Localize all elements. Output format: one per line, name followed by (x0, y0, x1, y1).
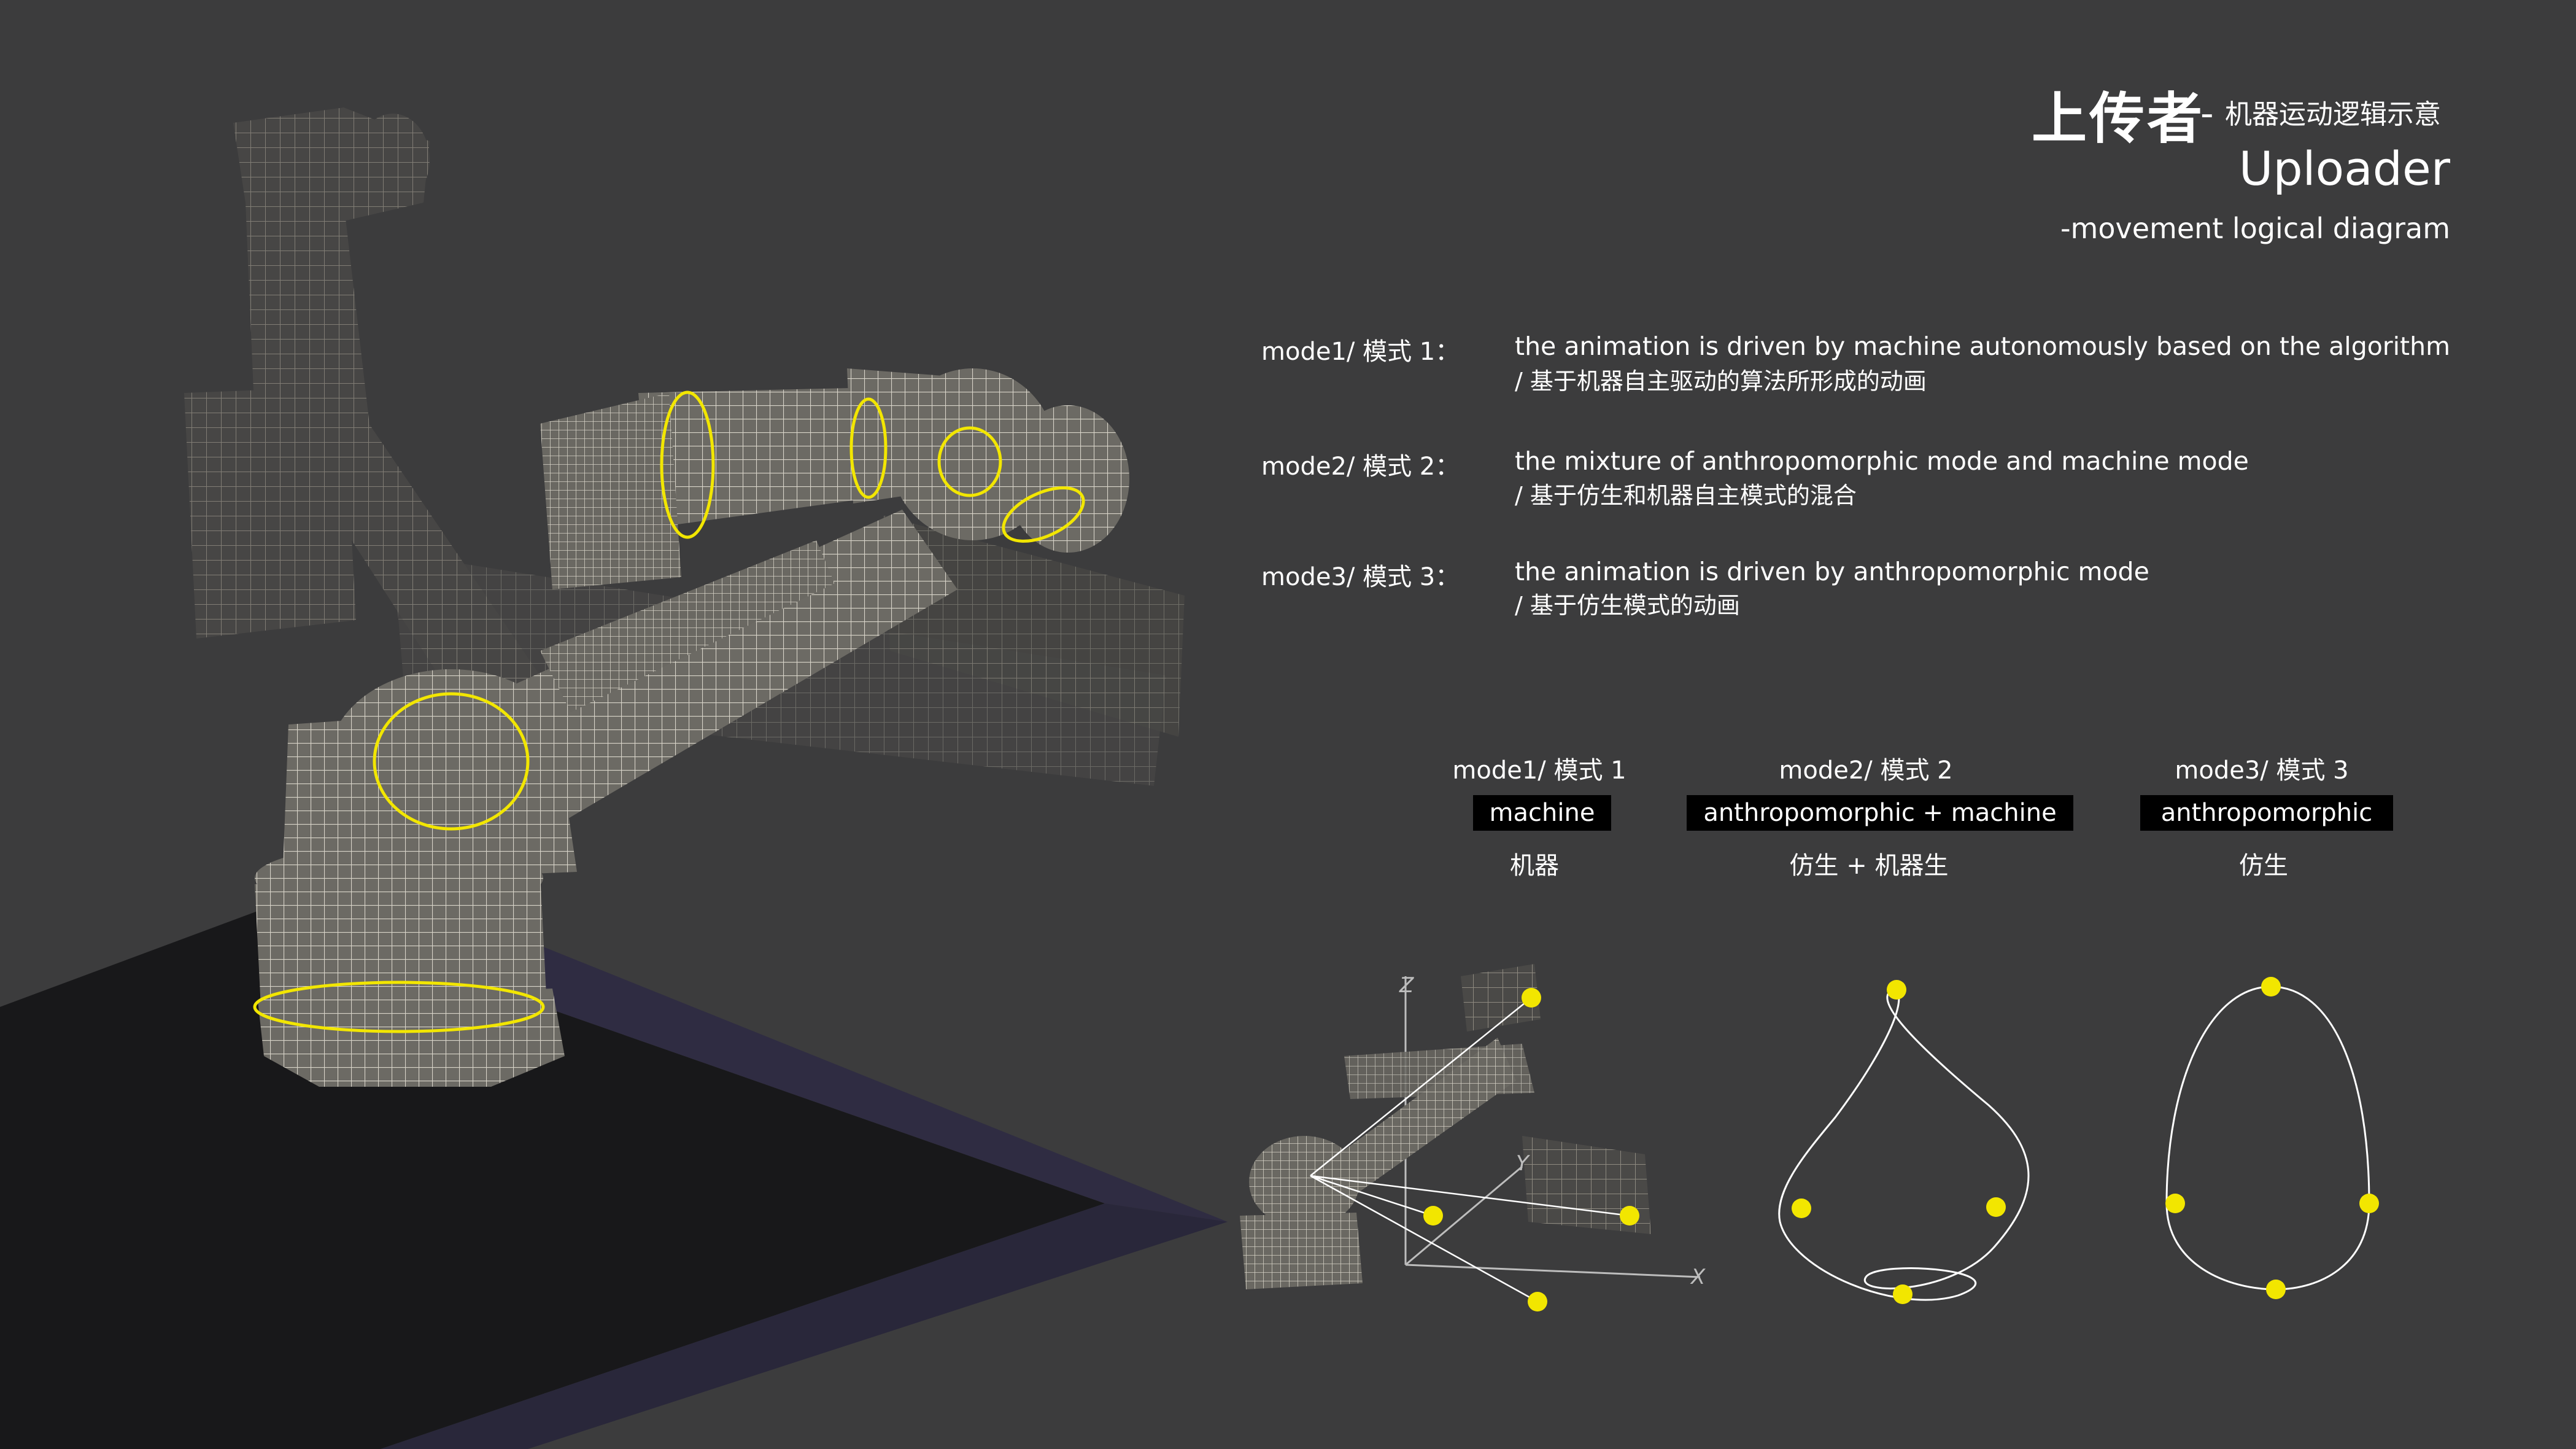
column-3-tag: anthropomorphic (2140, 795, 2393, 831)
robot-main (253, 368, 1129, 1087)
base-ring (253, 981, 545, 1033)
axis-y-label: Y (1516, 1151, 1529, 1176)
title-en: Uploader (2238, 141, 2450, 196)
wrist-ring-4 (1002, 486, 1085, 543)
column-2-cn: 仿生 + 机器生 (1789, 852, 1949, 880)
mode1-desc-en: the animation is driven by machine auton… (1515, 332, 2451, 361)
column-1-heading: mode1/ 模式 1 (1452, 756, 1626, 785)
column-3-cn: 仿生 (2239, 852, 2288, 880)
mode3-label: mode3/ 模式 3： (1261, 563, 1460, 591)
mode2-mixed-path (1778, 980, 2030, 1304)
mode2-desc-cn: / 基于仿生和机器自主模式的混合 (1515, 482, 1857, 509)
title-cn: 上传者 (2032, 87, 2205, 151)
mode3-desc-cn: / 基于仿生模式的动画 (1515, 592, 1740, 619)
wrist-ring-1 (660, 390, 715, 539)
mode3-anthropomorphic-path (2165, 977, 2379, 1299)
column-3-heading: mode3/ 模式 3 (2175, 756, 2349, 785)
title-dash: - (2200, 92, 2214, 135)
axis-z-label: Z (1399, 973, 1414, 998)
column-2-heading: mode2/ 模式 2 (1779, 756, 1953, 785)
subtitle-cn: 机器运动逻辑示意 (2225, 99, 2441, 130)
mode1-desc-cn: / 基于机器自主驱动的算法所形成的动画 (1515, 368, 1927, 395)
subtitle-en: -movement logical diagram (2060, 212, 2450, 245)
wrist-ring-2 (849, 397, 888, 499)
mode3-desc-en: the animation is driven by anthropomorph… (1515, 557, 2149, 586)
mode1-machine-diagram (1240, 964, 1701, 1311)
column-2-tag: anthropomorphic + machine (1687, 795, 2073, 831)
floor-plane (0, 909, 1228, 1449)
mode2-desc-en: the mixture of anthropomorphic mode and … (1515, 446, 2249, 476)
column-1-tag: machine (1473, 795, 1611, 831)
mode1-label: mode1/ 模式 1： (1261, 338, 1460, 366)
mode2-label: mode2/ 模式 2： (1261, 453, 1460, 481)
elbow-ring (373, 692, 530, 831)
column-1-cn: 机器 (1510, 852, 1559, 880)
wrist-ring-3 (937, 426, 1002, 497)
axis-x-label: X (1691, 1265, 1706, 1289)
